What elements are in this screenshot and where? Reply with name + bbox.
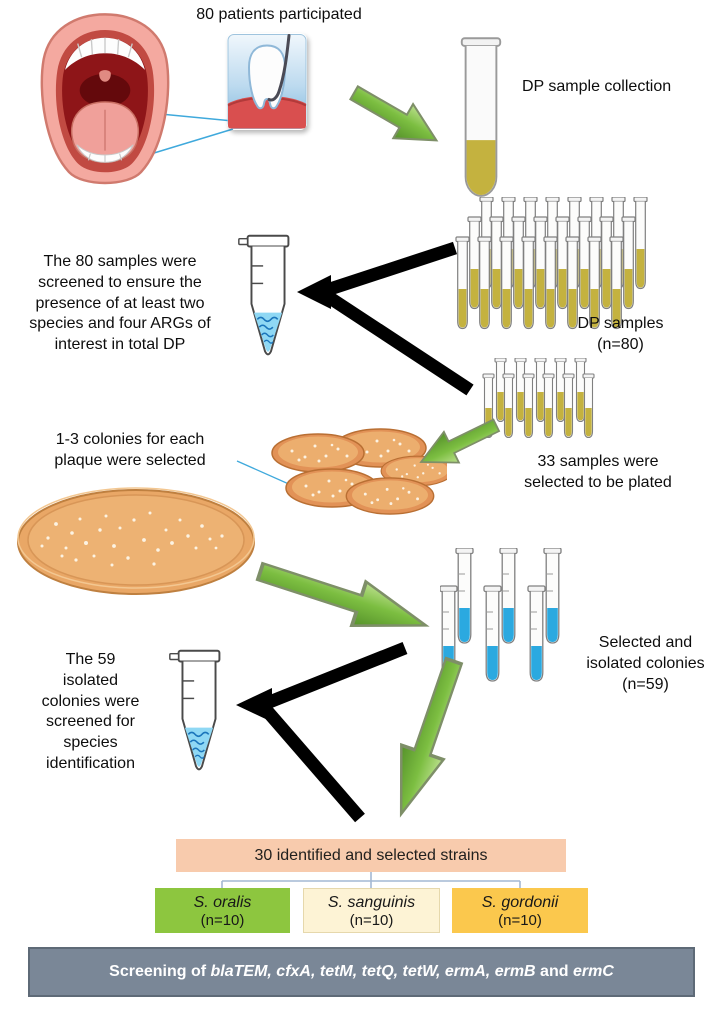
dp-test-tube-icon (456, 33, 506, 205)
species-count-sanguinis: (n=10) (349, 912, 394, 930)
green-arrow-2-icon (410, 407, 507, 482)
species-box-sanguinis: S. sanguinis (n=10) (303, 888, 440, 933)
gene-screening-text: Screening of blaTEM, cfxA, tetM, tetQ, t… (109, 963, 614, 981)
gene-list-main: blaTEM, cfxA, tetM, tetQ, tetW, ermA, er… (210, 963, 536, 980)
gene-last: ermC (572, 963, 614, 980)
colonies-text: 1-3 colonies for each plaque were select… (54, 431, 206, 469)
black-converging-arrow-1-icon (295, 235, 480, 400)
species-count-oralis: (n=10) (200, 912, 245, 930)
samples33-text: 33 samples were selected to be plated (524, 453, 672, 491)
dp-collection-label: DP sample collection (522, 78, 672, 95)
species-name-oralis: S. oralis (193, 893, 252, 911)
gene-conjunction: and (535, 963, 573, 980)
species-box-oralis: S. oralis (n=10) (155, 888, 290, 933)
dp-samples-label: DP samples (n=80) (577, 315, 664, 353)
eppendorf-tube-2-icon (164, 648, 234, 778)
screen59-text: The 59 isolated colonies were screened f… (41, 651, 140, 772)
species-count-gordonii: (n=10) (498, 912, 542, 930)
patients-label: 80 patients participated (196, 6, 362, 23)
open-mouth-illustration (32, 8, 178, 194)
green-arrow-3-icon (249, 545, 440, 653)
species-name-sanguinis: S. sanguinis (327, 893, 416, 911)
large-petri-dish-icon (14, 486, 259, 598)
gene-screening-box: Screening of blaTEM, cfxA, tetM, tetQ, t… (28, 947, 695, 997)
strains-box: 30 identified and selected strains (176, 839, 566, 872)
isolated-label: Selected and isolated colonies (n=59) (586, 634, 705, 693)
tooth-probe-illustration (227, 33, 307, 130)
screen80-text: The 80 samples were screened to ensure t… (29, 253, 211, 354)
green-arrow-1-icon (341, 72, 451, 162)
eppendorf-tube-1-icon (233, 233, 303, 363)
species-name-gordonii: S. gordonii (481, 893, 559, 911)
species-box-gordonii: S. gordonii (n=10) (452, 888, 588, 933)
black-converging-arrow-2-icon (230, 640, 420, 825)
colonies (40, 511, 224, 567)
gene-prefix: Screening of (109, 963, 211, 980)
tree-connector (221, 872, 521, 889)
